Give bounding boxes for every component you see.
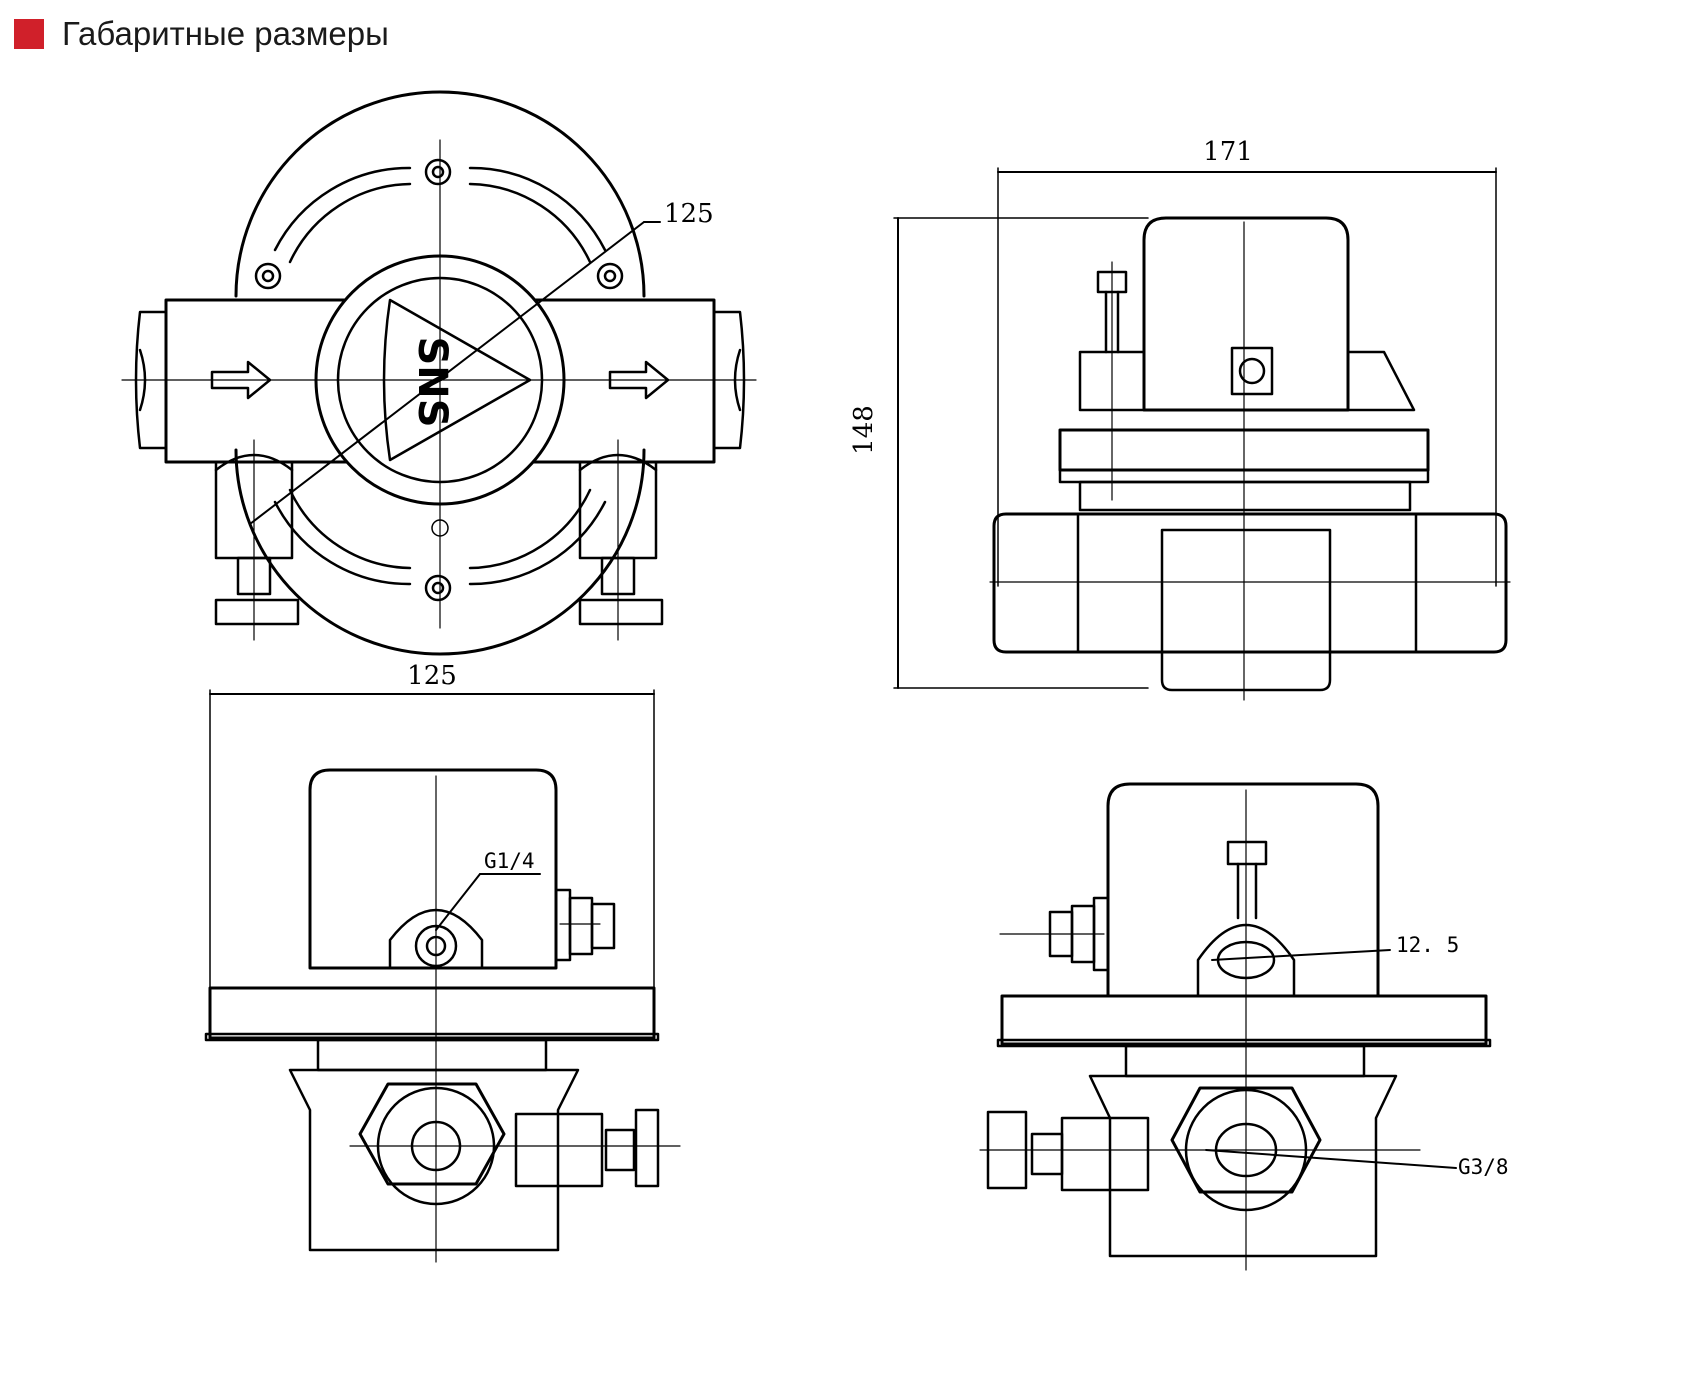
dim-front-width: 125 [407,661,457,691]
right-view [979,782,1492,1271]
top-view: SNS [121,90,757,656]
red-square-icon [14,19,44,49]
dim-side-width: 171 [1203,137,1253,167]
dim-top-diameter: 125 [664,199,714,229]
section-header: Габаритные размеры [14,15,389,52]
section-title: Габаритные размеры [62,15,389,52]
dim-right-hole: 12. 5 [1396,933,1459,957]
side-view [893,167,1511,701]
sns-logo: SNS [409,336,455,427]
dim-right-port: G3/8 [1458,1155,1509,1179]
front-view [204,689,681,1263]
dim-front-port: G1/4 [484,849,535,873]
dim-side-height: 148 [849,405,879,455]
